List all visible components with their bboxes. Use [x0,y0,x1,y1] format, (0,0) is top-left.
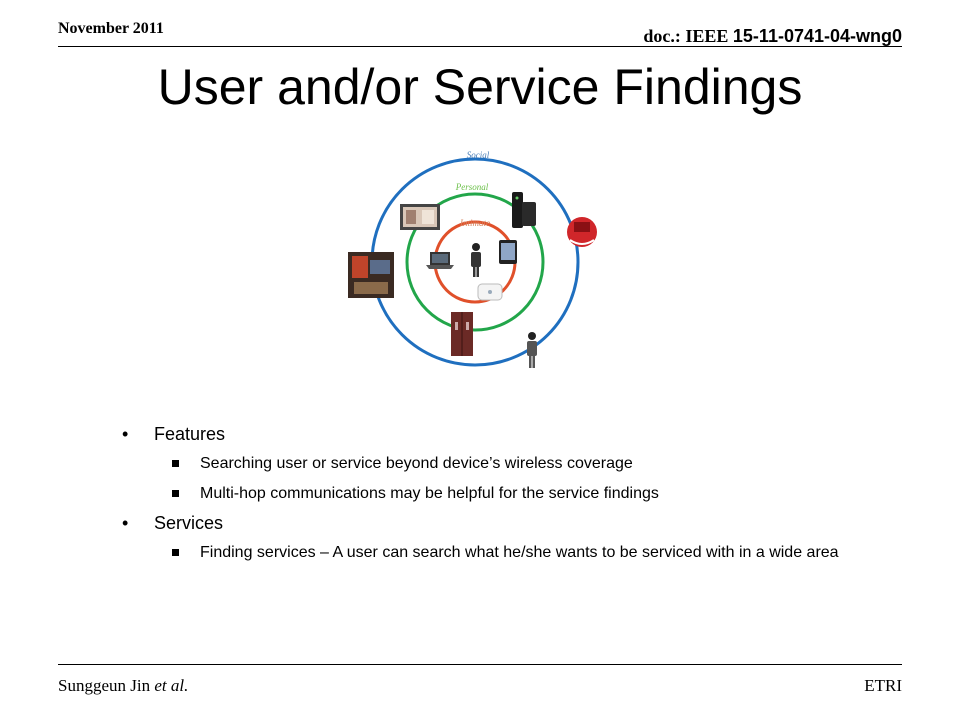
footer-org: ETRI [864,676,902,695]
tablet-icon [499,240,517,264]
author-suffix: et al. [154,676,189,695]
photo-frame-icon [400,204,440,230]
social-label: Social [467,150,490,160]
footer-rule [58,664,902,665]
bullet-dot-icon: • [122,424,129,444]
feature-item-text: Searching user or service beyond device’… [200,455,633,472]
square-bullet-icon [172,460,179,467]
feature-item: Multi-hop communications may be helpful … [120,483,900,505]
kiosk-icon [348,252,394,298]
slide-title: User and/or Service Findings [157,59,803,115]
header-date: November 2011 [58,20,164,37]
services-bullet: • Services [120,513,900,534]
game-console-icon [512,192,536,228]
author-name: Sunggeun Jin [58,676,155,695]
header-rule [58,46,902,47]
bullet-list: • Features Searching user or service bey… [120,424,900,572]
remote-person-icon [527,332,537,368]
feature-item-text: Multi-hop communications may be helpful … [200,485,659,502]
marketing-badge-icon [567,217,597,247]
header-doc-id: doc.: IEEE 15-11-0741-04-wng0 [643,26,902,47]
refrigerator-icon [451,312,473,356]
personal-ring [405,192,545,332]
person-icon [471,243,481,277]
bullet-dot-icon: • [122,513,129,533]
square-bullet-icon [172,490,179,497]
services-heading: Services [154,513,224,533]
intimate-label: Intimate [459,218,490,228]
doc-number: 15-11-0741-04-wng0 [732,26,902,46]
square-bullet-icon [172,549,179,556]
proximity-diagram: Social Personal Intimate [348,150,597,368]
footer-author: Sunggeun Jin et al. [58,676,188,696]
features-heading: Features [154,424,226,444]
access-point-icon [477,283,503,301]
feature-item: Searching user or service beyond device’… [120,453,900,475]
laptop-icon [426,252,454,269]
personal-label: Personal [455,182,489,192]
service-item-text: Finding services – A user can search wha… [200,544,839,561]
doc-prefix: doc.: IEEE [643,26,733,46]
service-item: Finding services – A user can search wha… [120,542,900,564]
features-bullet: • Features [120,424,900,445]
